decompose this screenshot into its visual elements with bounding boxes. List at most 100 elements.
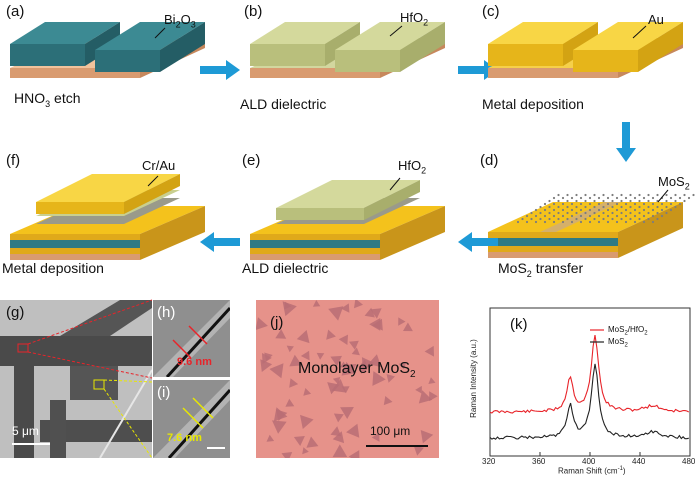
mos2-atom-dot [566,217,569,221]
mos2-flake [372,371,386,386]
mos2-flake [424,345,434,357]
mos2-atom-dot [602,217,605,221]
mos2-atom-dot [597,196,601,200]
mos2-atom-dot [561,196,565,200]
panel-label-b: (b) [244,3,263,20]
mos2-atom-dot [647,217,650,221]
mos2-atom-dot [588,202,592,206]
mos2-flake [284,301,292,310]
mos2-atom-dot [548,217,551,221]
mos2-atom-dot [660,202,664,206]
panel-a: (a) Bi2O3 HNO3 etch [0,0,220,120]
panel-j-optical-image: (j) Monolayer MoS2 100 μm [256,300,439,458]
mos2-flake [286,345,294,353]
mos2-atom-dot [539,211,542,215]
x-axis-label: Raman Shift (cm-1) [558,466,626,476]
mos2-atom-dot [552,220,556,224]
x-tick-label: 320 [482,457,496,466]
mos2-atom-dot [575,211,578,215]
caption-d: MoS2 transfer [498,260,584,279]
mos2-atom-dot [606,220,610,224]
mos2-atom-dot [633,220,637,224]
mos2-atom-dot [597,220,601,224]
mos2-atom-dot [570,202,574,206]
mos2-flake [306,436,319,448]
mos2-atom-dot [624,196,628,200]
mos2-atom-dot [543,220,547,224]
mos2-flake [262,353,272,364]
mos2-flake [370,308,382,319]
hfo2-structure-illustration [250,22,445,78]
mos2-atom-dot [633,214,637,218]
mos2-flake [326,329,336,340]
x-tick-label: 360 [532,457,546,466]
mos2-atom-dot [584,199,587,203]
panel-b: (b) HfO2 ALD dielectric [240,0,460,120]
mos2-transfer-illustration [488,189,695,258]
mos2-atom-dot [561,220,565,224]
mos2-flake [316,352,325,360]
mos2-atom-dot [548,211,551,215]
mos2-atom-dot [620,205,623,209]
mos2-flake [418,390,433,404]
mos2-flake [428,377,436,384]
mos2-flake [302,447,309,455]
mos2-flake [360,366,368,374]
mos2-atom-dot [620,199,623,203]
panel-e: (e) HfO2 ALD dielectric [240,150,460,280]
mos2-atom-dot [656,193,659,197]
mos2-atom-dot [597,202,601,206]
mos2-atom-dot [575,217,578,221]
raman-plot [489,307,691,457]
mos2-atom-dot [579,202,583,206]
mos2-atom-dot [674,193,677,197]
mos2-atom-dot [651,214,655,218]
mos2-atom-dot [678,196,682,200]
mos2-atom-dot [606,208,610,212]
mos2-atom-dot [638,193,641,197]
mos2-atom-dot [669,208,673,212]
mos2-atom-dot [656,217,659,221]
mos2-flake [256,317,268,330]
caption-b: ALD dielectric [240,96,327,112]
mos2-atom-dot [651,202,655,206]
mos2-atom-dot [552,202,556,206]
mos2-atom-dot [638,205,641,209]
arrow-c-to-d [616,122,636,162]
mos2-atom-dot [575,199,578,203]
mos2-flake [332,431,345,444]
mos2-atom-dot [566,205,569,209]
mos2-flake [289,354,303,367]
hfo2-top-dielectric-illustration [250,177,445,260]
sem-device-drawing [0,300,152,458]
mos2-atom-dot [624,208,628,212]
mos2-flake [351,347,360,356]
title-j: Monolayer MoS2 [298,360,416,381]
mos2-atom-dot [575,205,578,209]
mos2-atom-dot [642,208,646,212]
mos2-atom-dot [602,211,605,215]
arrow-e-to-f [200,232,240,252]
scale-label-j: 100 μm [370,424,411,438]
material-label-bi2o3: Bi2O3 [164,12,196,30]
mos2-flake [281,452,293,458]
y-axis-label: Raman Intensity (a.u.) [468,339,478,418]
mos2-atom-dot [557,193,560,197]
mos2-flake [371,432,380,442]
mos2-flake [348,450,360,458]
mos2-atom-dot [561,208,565,212]
mos2-atom-dot [539,217,542,221]
material-label-mos2-d: MoS2 [658,174,690,192]
thickness-label-h: 9.6 nm [177,356,212,368]
mos2-atom-dot [597,208,601,212]
panel-label-g: (g) [6,304,25,321]
mos2-atom-dot [611,217,614,221]
mos2-atom-dot [530,217,533,221]
mos2-atom-dot [579,220,583,224]
panel-label-d: (d) [480,152,499,169]
mos2-atom-dot [534,214,538,218]
mos2-flake [364,307,375,318]
panel-label-j: (j) [270,314,284,331]
mos2-flake [289,378,299,388]
mos2-atom-dot [552,208,556,212]
